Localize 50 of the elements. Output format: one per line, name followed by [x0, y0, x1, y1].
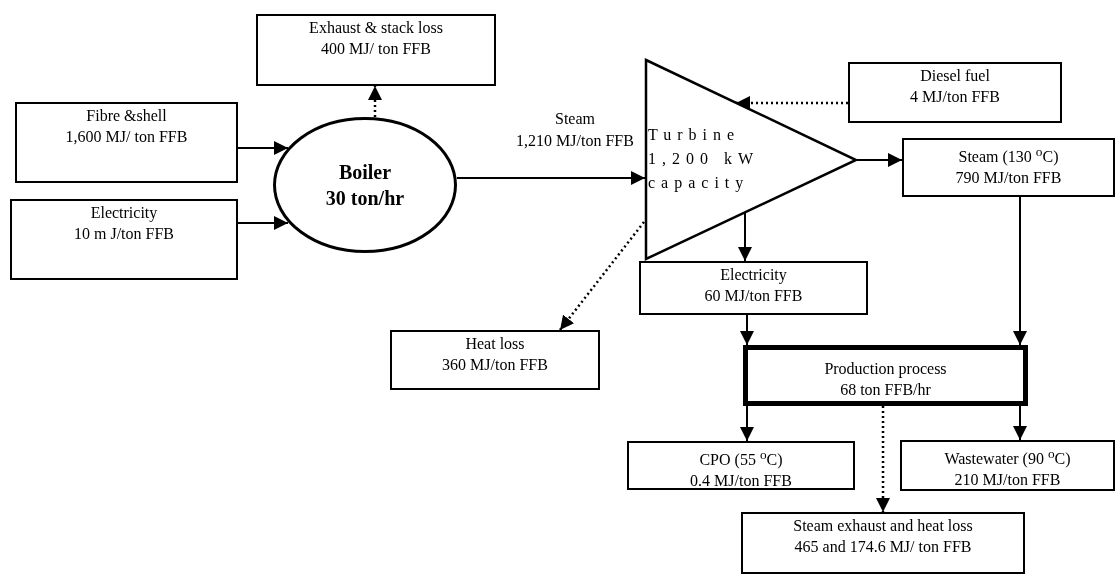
node-text: 400 MJ/ ton FFB [320, 39, 432, 59]
node-text: 790 MJ/ton FFB [954, 168, 1063, 189]
dotted-arrow [876, 406, 890, 512]
process-box [741, 512, 1025, 574]
arrow [1013, 405, 1027, 441]
node-text: 4 MJ/ton FFB [909, 87, 1001, 107]
node-text: Wastewater (90 $^{o}$C) [943, 445, 1072, 470]
node-text: Fibre &shell [85, 106, 168, 126]
node-text: Steam exhaust and heat loss [792, 516, 974, 536]
node-text: Production process [823, 359, 948, 379]
node-text: 30 ton/hr [324, 186, 406, 211]
process-box [743, 345, 1028, 406]
node-text: Heat loss [464, 334, 526, 354]
node-text: Diesel fuel [919, 66, 991, 86]
process-box [10, 199, 238, 280]
process-box [902, 138, 1115, 197]
dotted-arrow [736, 96, 848, 110]
arrow [237, 141, 289, 155]
process-box [900, 440, 1115, 491]
node-text: 0.4 MJ/ton FFB [689, 471, 793, 492]
node-text: 1,600 MJ/ ton FFB [64, 127, 189, 147]
arrow [740, 314, 754, 346]
node-text: Steam (130 $^{o}$C) [957, 143, 1060, 168]
process-box [639, 261, 868, 315]
turbine-triangle [645, 60, 857, 260]
process-box [390, 330, 600, 390]
turbine-label: Turbine 1,200 kW capacity [648, 125, 760, 194]
node-text: Electricity [719, 265, 788, 285]
node-text: Boiler [337, 160, 393, 185]
boiler-ellipse [273, 117, 457, 253]
node-text: Electricity [89, 203, 159, 223]
process-box [627, 441, 855, 490]
node-text: 465 and 174.6 MJ/ ton FFB [793, 537, 973, 557]
node-text: 68 ton FFB/hr [839, 380, 932, 400]
process-box [15, 102, 238, 183]
arrow [1013, 196, 1027, 346]
arrow [855, 153, 903, 167]
node-text: 10 m J/ton FFB [73, 224, 175, 244]
node-text: 210 MJ/ton FFB [953, 470, 1062, 491]
arrow [740, 405, 754, 442]
node-text: CPO (55 $^{o}$C) [698, 446, 784, 471]
arrow [237, 216, 289, 230]
node-text: 360 MJ/ton FFB [441, 355, 549, 375]
node-text: 60 MJ/ton FFB [703, 286, 804, 306]
process-box [256, 14, 496, 86]
node-text: Exhaust & stack loss [308, 18, 444, 38]
dotted-arrow [368, 86, 382, 117]
arrow [456, 171, 646, 185]
dotted-arrow [559, 221, 645, 331]
process-box [848, 62, 1062, 123]
